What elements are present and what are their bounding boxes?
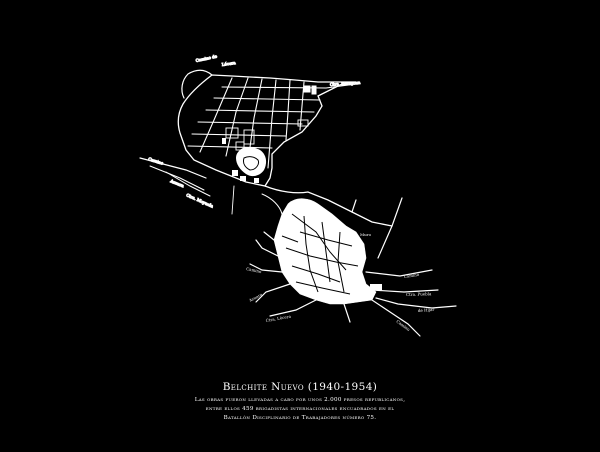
svg-text:Camino: Camino bbox=[403, 272, 420, 279]
svg-text:de Híjar: de Híjar bbox=[418, 307, 435, 313]
svg-text:Ctra. Lécera: Ctra. Lécera bbox=[265, 314, 292, 323]
new-town-plaza bbox=[236, 147, 267, 177]
svg-text:Azuara: Azuara bbox=[169, 178, 186, 189]
map-caption: Belchite Nuevo (1940-1954) Las obras fue… bbox=[0, 381, 600, 423]
road-east bbox=[377, 197, 403, 259]
old-town-area bbox=[273, 198, 377, 305]
caption-line-2: entre ellos 459 brigadistas internaciona… bbox=[205, 406, 395, 412]
caption-title: Belchite Nuevo (1940-1954) bbox=[222, 381, 378, 393]
new-town-map: Camino de Lécera Ctra. Zaragoza Camino A… bbox=[139, 53, 393, 227]
old-town-streets bbox=[281, 213, 359, 295]
svg-text:Ctra. Moyuela: Ctra. Moyuela bbox=[186, 192, 215, 209]
road-west bbox=[139, 157, 207, 179]
new-town-boundary bbox=[177, 74, 357, 187]
old-town-map: Camino Ctra. Puebla de Híjar Camino Ctra… bbox=[246, 197, 457, 337]
svg-text:Azuara: Azuara bbox=[247, 291, 263, 303]
road-connection bbox=[264, 185, 393, 227]
svg-text:Ctra. Zaragoza: Ctra. Zaragoza bbox=[330, 80, 361, 87]
svg-text:Ctra. Puebla: Ctra. Puebla bbox=[406, 291, 432, 297]
svg-text:Muro: Muro bbox=[360, 232, 372, 237]
caption-line-3: Batallón Disciplinario de Trabajadores n… bbox=[223, 415, 377, 421]
svg-text:Camino: Camino bbox=[246, 266, 263, 274]
caption-line-1: Las obras fueron llevadas a cabo por uno… bbox=[194, 397, 406, 403]
svg-text:Camino: Camino bbox=[148, 156, 165, 166]
road-north bbox=[181, 69, 213, 99]
svg-text:Lécera: Lécera bbox=[221, 60, 236, 67]
svg-text:Camino de: Camino de bbox=[195, 53, 218, 63]
